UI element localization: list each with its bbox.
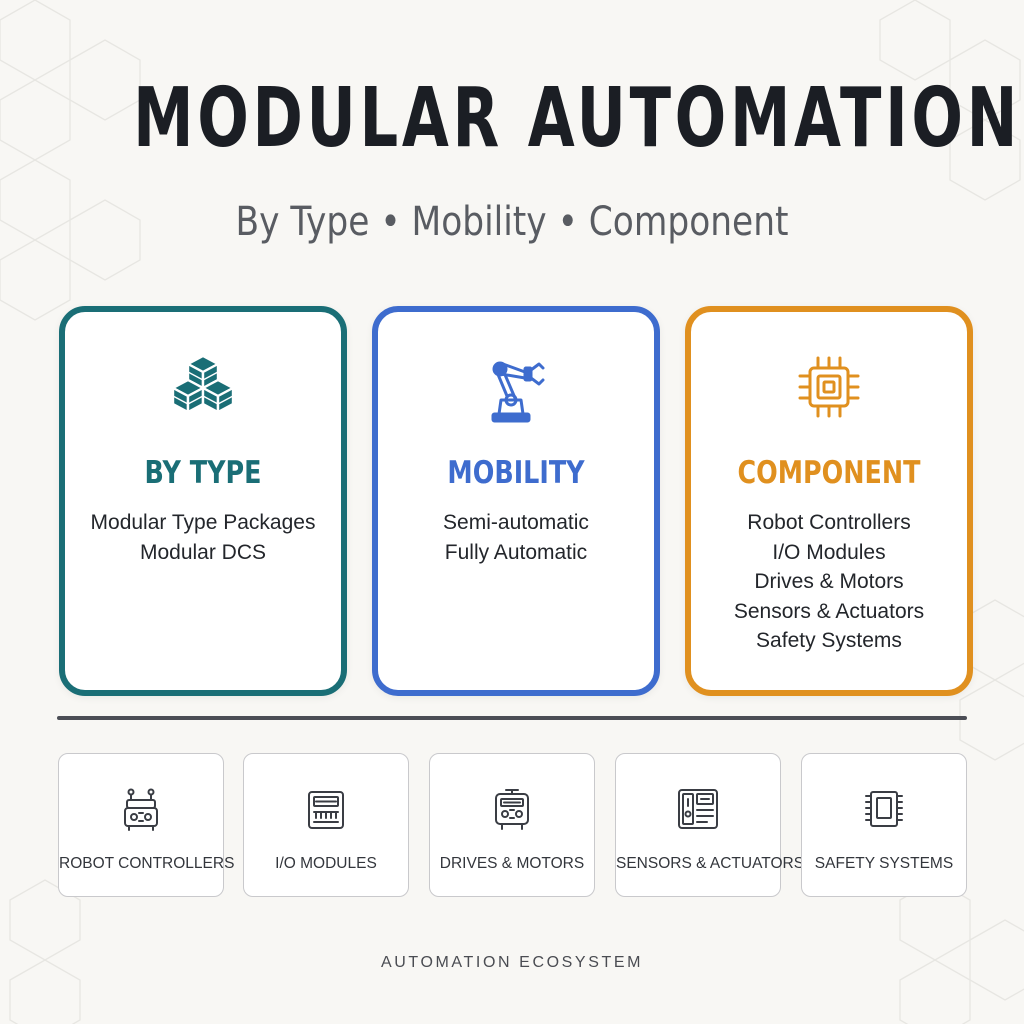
category-card-component: COMPONENT Robot Controllers I/O Modules … [685,306,973,696]
component-tile-io-modules: I/O MODULES [243,753,409,897]
section-divider [57,716,967,720]
tile-label: ROBOT CONTROLLERS [59,855,235,872]
footer-label: AUTOMATION ECOSYSTEM [380,954,644,971]
sensor-actuator-icon [616,788,780,837]
io-module-icon [244,788,408,837]
drive-motor-icon [430,788,594,837]
component-tile-sensors-actuators: SENSORS & ACTUATORS [615,753,805,897]
list-item: Safety Systems [756,629,902,652]
list-item: Robot Controllers [747,511,911,534]
category-item-list: Robot Controllers I/O Modules Drives & M… [691,508,967,656]
component-tile-robot-controllers: ROBOT CONTROLLERS [58,753,235,897]
category-title: COMPONENT [737,455,921,491]
list-item: Sensors & Actuators [733,599,925,623]
list-item: Drives & Motors [754,570,904,593]
category-card-by-type: BY TYPE Modular Type Packages Modular DC… [59,306,347,696]
stacked-cubes-icon [65,354,341,434]
component-tile-safety-systems: SAFETY SYSTEMS [801,753,967,897]
category-item-list: Semi-automatic Fully Automatic [378,508,654,567]
category-title: BY TYPE [144,455,262,491]
tile-label: SAFETY SYSTEMS [814,855,954,872]
component-tile-drives-motors: DRIVES & MOTORS [429,753,595,897]
list-item: I/O Modules [772,540,886,564]
list-item: Semi-automatic [443,511,589,534]
list-item: Modular Type Packages [90,511,316,534]
robot-controller-icon [59,788,223,837]
tile-label: I/O MODULES [275,855,377,872]
robot-arm-icon [378,354,654,434]
page-title: MODULAR AUTOMATION [133,71,1022,166]
safety-system-icon [802,788,966,837]
list-item: Fully Automatic [444,540,588,564]
category-item-list: Modular Type Packages Modular DCS [65,508,341,567]
category-title: MOBILITY [447,455,585,491]
microchip-icon [691,354,967,434]
list-item: Modular DCS [139,540,267,564]
page-subtitle: By Type • Mobility • Component [235,199,789,245]
tile-label: DRIVES & MOTORS [439,855,585,872]
category-card-mobility: MOBILITY Semi-automatic Fully Automatic [372,306,660,696]
tile-label: SENSORS & ACTUATORS [616,855,805,872]
